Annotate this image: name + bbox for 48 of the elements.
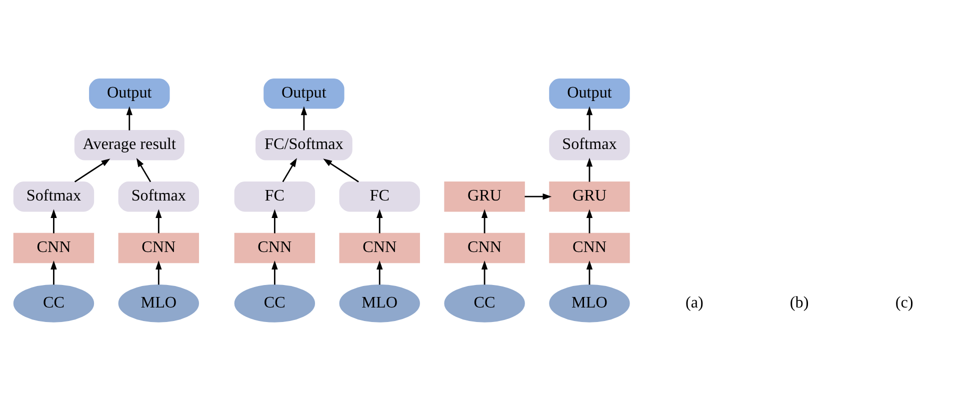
node-box: FC (234, 181, 315, 212)
arrow (155, 209, 162, 234)
arrow (480, 209, 488, 234)
node-box: CNN (548, 232, 630, 264)
arrow (282, 158, 296, 182)
node-box: GRU (444, 181, 524, 212)
arrow (300, 106, 307, 130)
node-box: Average result (74, 130, 184, 160)
node-ellipse: CC (12, 284, 94, 322)
node-box: FC/Softmax (255, 130, 352, 160)
node-box: CNN (118, 232, 199, 264)
node-box: GRU (548, 181, 630, 212)
node-box: Output (263, 78, 344, 109)
node-box: CNN (12, 232, 94, 264)
arrow (376, 260, 382, 285)
node-box: Softmax (118, 181, 199, 212)
arrow (376, 209, 382, 234)
arrow (322, 158, 358, 182)
arrow (126, 106, 132, 130)
arrow (586, 260, 592, 285)
node-box: CNN (444, 232, 524, 264)
label: (a) (684, 294, 703, 312)
node-ellipse: MLO (548, 284, 630, 322)
node-box: CNN (234, 232, 315, 264)
arrow (524, 193, 552, 200)
arrow (586, 106, 592, 130)
node-box: Output (88, 78, 170, 109)
arrow (50, 209, 56, 234)
arrow (586, 158, 592, 182)
node-box: Output (548, 78, 630, 109)
node-box: Softmax (548, 130, 630, 160)
arrow (586, 209, 592, 234)
node-box: FC (338, 181, 420, 212)
node-ellipse: MLO (118, 284, 199, 322)
arrow (155, 260, 162, 285)
node-ellipse: CC (234, 284, 315, 322)
node-ellipse: MLO (338, 284, 420, 322)
arrow (74, 158, 110, 182)
label: (c) (894, 294, 913, 312)
label: (b) (789, 294, 808, 312)
node-ellipse: CC (444, 284, 524, 322)
node-box: Softmax (12, 181, 94, 212)
node-box: CNN (338, 232, 420, 264)
arrow (480, 260, 488, 285)
arrow (136, 158, 151, 182)
arrow (50, 260, 56, 285)
arrow (271, 260, 278, 285)
arrow (271, 209, 278, 234)
